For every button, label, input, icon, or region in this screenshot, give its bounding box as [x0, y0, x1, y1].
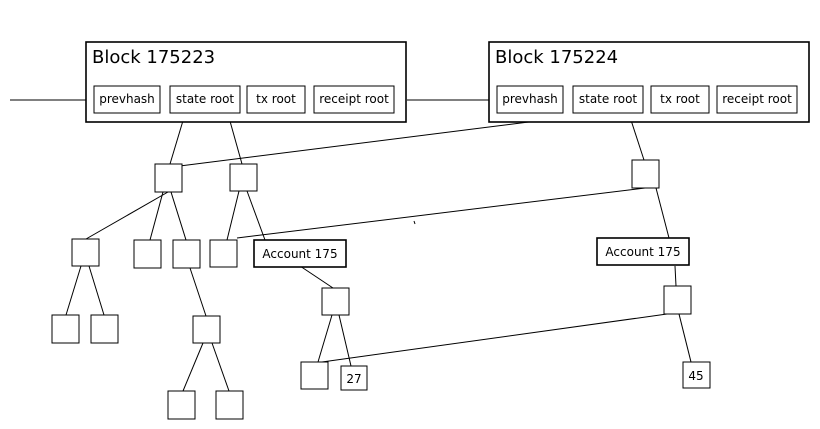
trie-node: [215, 390, 244, 420]
trie-node: [133, 239, 162, 269]
account-box: Account 175: [596, 237, 690, 266]
trie-node: [154, 163, 183, 193]
block-title: Block 175223: [92, 47, 215, 68]
block-175223: Block 175223 prevhash state root tx root…: [85, 41, 407, 123]
value-45: 45: [688, 369, 703, 383]
block-title: Block 175224: [495, 47, 618, 68]
trie-node: [300, 361, 329, 390]
block-175224: Block 175224 prevhash state root tx root…: [488, 41, 810, 123]
state-root-field: state root: [176, 92, 235, 106]
account-label: Account 175: [262, 247, 337, 261]
trie-node: [192, 315, 221, 344]
stray-mark: [413, 220, 416, 225]
trie-node: [229, 163, 258, 192]
trie-node: [90, 314, 119, 344]
account-label: Account 175: [605, 245, 680, 259]
value-27: 27: [346, 372, 361, 386]
tree-edges: [10, 99, 692, 392]
tx-root-field: tx root: [660, 92, 700, 106]
trie-node: [51, 314, 80, 344]
trie-node: [631, 159, 660, 189]
prevhash-field: prevhash: [502, 92, 558, 106]
value-leaf: 45: [682, 361, 711, 389]
tx-root-field: tx root: [256, 92, 296, 106]
prevhash-field: prevhash: [99, 92, 155, 106]
trie-nodes: [51, 159, 692, 420]
trie-node: [663, 285, 692, 315]
trie-node: [167, 390, 196, 420]
trie-node: [321, 287, 350, 316]
account-box: Account 175: [253, 239, 347, 268]
trie-node: [209, 239, 238, 268]
receipt-root-field: receipt root: [722, 92, 792, 106]
trie-node: [172, 239, 201, 269]
state-root-field: state root: [579, 92, 638, 106]
receipt-root-field: receipt root: [319, 92, 389, 106]
value-leaf: 27: [340, 365, 368, 391]
trie-node: [71, 238, 100, 267]
